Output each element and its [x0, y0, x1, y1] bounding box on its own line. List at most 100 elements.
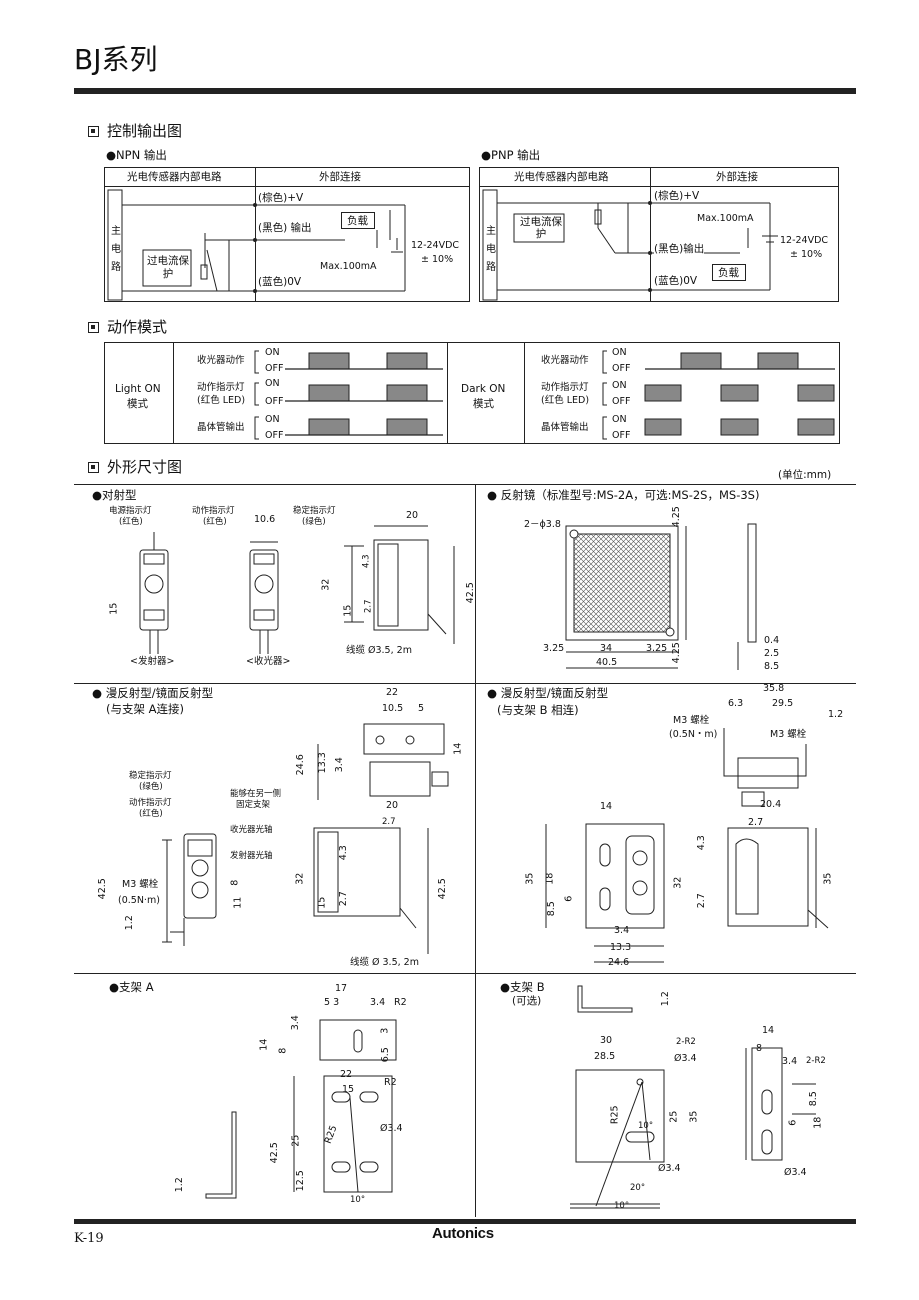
bb-dim-20deg: 20°	[630, 1183, 646, 1193]
pnp-voltage: 12-24VDC	[780, 235, 829, 246]
on-label: ON	[612, 347, 627, 358]
da-dim-5: 5	[418, 703, 425, 714]
dark-on-mode: Dark ON	[461, 383, 506, 395]
section-square-icon	[88, 126, 99, 137]
npn-tolerance: ± 10%	[421, 254, 454, 265]
pnp-black: (黑色)输出	[654, 243, 705, 255]
reflector-dim-325b: 3.25	[646, 643, 668, 654]
page-number: K-19	[74, 1231, 104, 1246]
da-screw: M3 螺栓	[122, 879, 159, 890]
pnp-label: ●PNP 输出	[481, 148, 541, 162]
db-dim-6-3: 6.3	[728, 698, 744, 709]
npn-brown: (棕色)+V	[258, 192, 304, 204]
page-title: BJ系列	[74, 43, 158, 76]
npn-load: 负载	[347, 215, 368, 227]
ba-dim-22: 22	[340, 1069, 353, 1080]
light-row-led: 动作指示灯	[197, 382, 245, 393]
on-label: ON	[265, 378, 280, 389]
da-dim-22: 22	[386, 687, 399, 698]
operation-table: Light ON 模式 Dark ON 模式 收光器动作 动作指示灯 (红色 L…	[104, 342, 840, 444]
reflector-drawing	[565, 523, 757, 670]
bb-dim-10deg-b: 10°	[614, 1201, 630, 1211]
db-screw2: M3 螺栓	[770, 729, 807, 740]
dim-20: 20	[406, 510, 419, 521]
diffuse-b-label: ● 漫反射型/镜面反射型	[487, 686, 609, 700]
bb-dim-2r2a: 2-R2	[676, 1037, 696, 1047]
db-dim-2-7a: 2.7	[748, 817, 764, 828]
ba-dim-15: 15	[342, 1084, 355, 1095]
ba-dim-5-3: 5 3	[324, 997, 340, 1008]
on-label: ON	[612, 380, 627, 391]
bb-dim-hole-a: Ø3.4	[674, 1053, 697, 1064]
pnp-col-external: 外部连接	[716, 171, 758, 183]
da-dim-10-5: 10.5	[382, 703, 404, 714]
bb-dim-3-4: 3.4	[782, 1056, 798, 1067]
bb-dim-28-5: 28.5	[594, 1051, 616, 1062]
da-op-led-color: (红色)	[139, 809, 163, 819]
stab-led-label: 稳定指示灯	[293, 506, 336, 516]
panel-rule	[74, 973, 856, 974]
reflector-dim-40-5: 40.5	[596, 657, 618, 668]
section-control-output: 控制输出图	[88, 124, 182, 139]
diffuse-b-label2: (与支架 B 相连)	[497, 703, 579, 717]
bb-dim-14: 14	[762, 1025, 775, 1036]
on-label: ON	[265, 347, 280, 358]
pnp-col-internal: 光电传感器内部电路	[514, 171, 609, 183]
dark-row-receiver: 收光器动作	[541, 355, 589, 366]
db-dim-13-3: 13.3	[610, 942, 632, 953]
bb-dim-hole-c: Ø3.4	[784, 1167, 807, 1178]
pnp-load: 负载	[718, 267, 739, 279]
npn-label: ●NPN 输出	[106, 148, 167, 162]
pnp-load-box: 负载	[712, 264, 746, 281]
light-on-mode2: 模式	[127, 398, 148, 410]
pnp-blue: (蓝色)0V	[654, 275, 698, 287]
section-title-text: 动作模式	[107, 318, 168, 336]
reflector-label: ● 反射镜（标准型号:MS-2A，可选:MS-2S，MS-3S)	[487, 488, 760, 502]
off-label: OFF	[612, 430, 631, 441]
diffuse-a-label2: (与支架 A连接)	[106, 702, 184, 716]
panel-divider	[475, 484, 476, 1217]
bracket-b-label2: (可选)	[512, 995, 542, 1007]
power-led-label: 电源指示灯	[109, 506, 152, 516]
header-rule	[74, 88, 856, 94]
db-dim-14: 14	[600, 801, 613, 812]
through-beam-drawing	[139, 525, 455, 654]
panel-rule	[74, 683, 856, 684]
da-mount: 能够在另一侧	[230, 789, 282, 799]
section-title-text: 控制输出图	[107, 122, 183, 140]
off-label: OFF	[612, 363, 631, 374]
db-dim-20-4: 20.4	[760, 799, 782, 810]
bb-dim-2r2b: 2-R2	[806, 1056, 826, 1066]
section-operation-mode: 动作模式	[88, 320, 167, 335]
diffuse-a-drawing	[162, 723, 449, 954]
pnp-max-current: Max.100mA	[697, 213, 754, 224]
reflector-dim-325a: 3.25	[543, 643, 565, 654]
npn-diagram: 光电传感器内部电路 外部连接 主电路 过电流保护 (棕色)+V (黑色) 输出 …	[104, 167, 470, 302]
unit-label: (单位:mm)	[778, 469, 832, 481]
da-tx-axis: 发射器光轴	[230, 851, 273, 861]
db-dim-35-8: 35.8	[763, 683, 785, 694]
section-title-text: 外形尺寸图	[107, 458, 183, 476]
bracket-b-drawing	[570, 985, 816, 1209]
bb-dim-30: 30	[600, 1035, 613, 1046]
ba-dim-hole: Ø3.4	[380, 1123, 403, 1134]
ba-dim-3-4a: 3.4	[370, 997, 386, 1008]
da-mount2: 固定支架	[236, 800, 271, 810]
timing-waveforms	[254, 350, 835, 440]
npn-voltage: 12-24VDC	[411, 240, 460, 251]
npn-black: (黑色) 输出	[258, 222, 312, 234]
da-torque: (0.5N·m)	[118, 895, 160, 906]
reflector-dim-34: 34	[600, 643, 613, 654]
bb-dim-10deg-a: 10°	[638, 1121, 654, 1131]
pnp-brown: (棕色)+V	[654, 190, 700, 202]
reflector-dim-8-5: 8.5	[764, 661, 780, 672]
db-torque: (0.5N・m)	[669, 729, 718, 740]
npn-col-internal: 光电传感器内部电路	[127, 171, 222, 183]
diffuse-b-drawing	[545, 728, 829, 963]
on-label: ON	[265, 414, 280, 425]
op-led-color: (红色)	[203, 517, 227, 527]
db-dim-1-2: 1.2	[828, 709, 844, 720]
off-label: OFF	[265, 363, 284, 374]
da-stab-led: 稳定指示灯	[129, 771, 172, 781]
off-label: OFF	[265, 430, 284, 441]
